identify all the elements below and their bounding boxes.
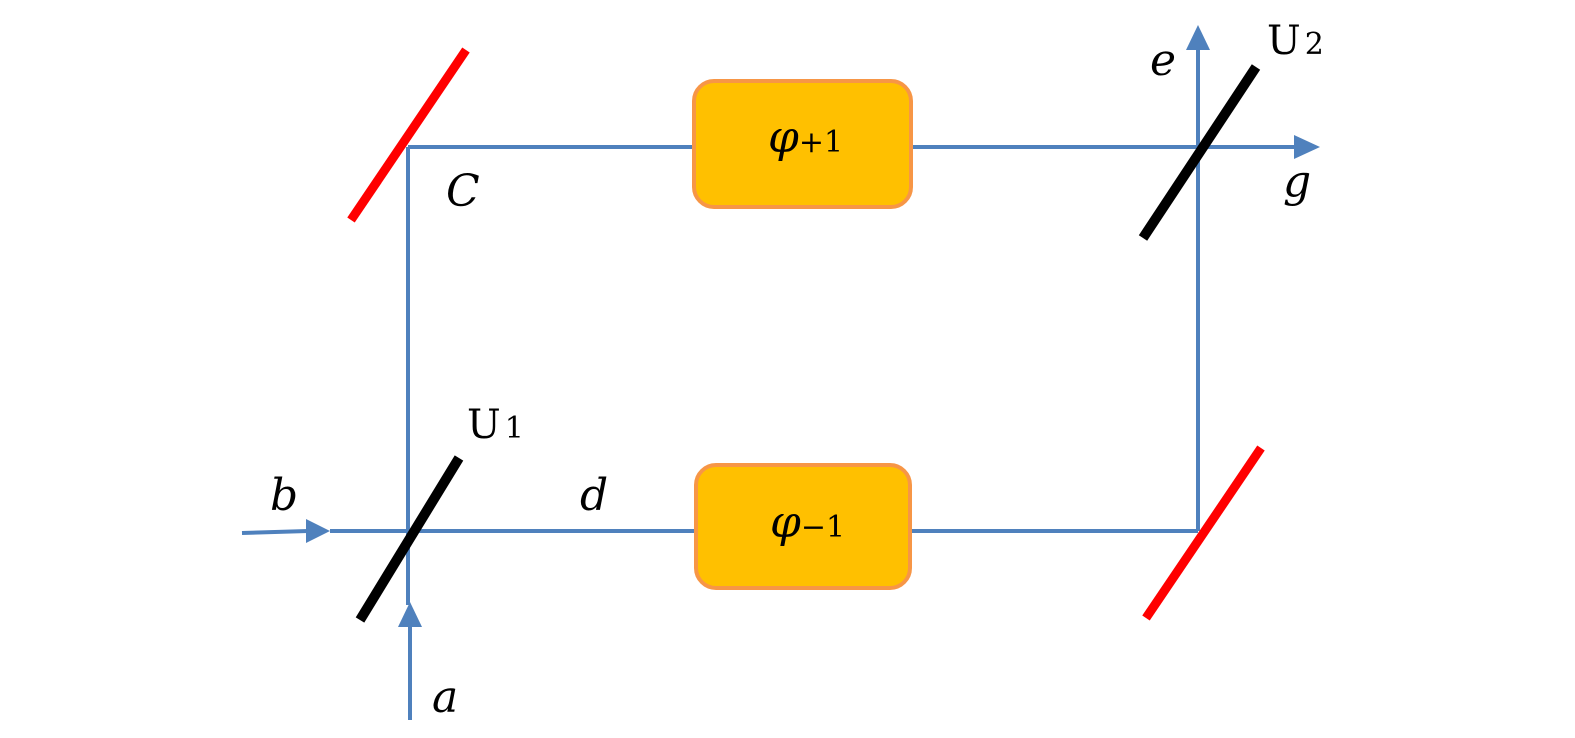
splitter-u1-main: U bbox=[467, 402, 501, 448]
beam-splitter-u2 bbox=[1138, 64, 1261, 241]
arrowhead-g bbox=[1294, 135, 1320, 159]
splitter-u2-sub: 2 bbox=[1305, 27, 1324, 62]
arrowhead-b bbox=[306, 519, 330, 543]
beam-input-b bbox=[241, 529, 309, 535]
port-label-e: e bbox=[1150, 35, 1176, 86]
beam-splitter-u1 bbox=[355, 455, 464, 623]
splitter-u1-sub: 1 bbox=[505, 411, 524, 446]
phase-shifter-top bbox=[692, 79, 913, 209]
phase-shifter-bottom bbox=[694, 463, 912, 590]
port-label-a: a bbox=[432, 672, 458, 723]
path-label-d: d bbox=[580, 470, 608, 521]
node-label-c: C bbox=[446, 166, 480, 217]
port-label-b: b bbox=[270, 470, 298, 521]
arrowhead-a bbox=[398, 602, 422, 627]
mirror-top-left bbox=[347, 47, 470, 223]
phase-label-top: φ+1 bbox=[768, 112, 843, 163]
mirror-bottom-right bbox=[1142, 445, 1265, 621]
phase-subscript-top: +1 bbox=[799, 125, 843, 160]
phase-symbol-top: φ bbox=[768, 112, 799, 163]
arrowhead-e bbox=[1186, 25, 1210, 50]
arrowheads bbox=[306, 25, 1320, 627]
phase-label-bottom: φ−1 bbox=[770, 497, 845, 548]
splitter-u2-main: U bbox=[1267, 18, 1301, 64]
port-label-g: g bbox=[1283, 156, 1311, 207]
phase-symbol-bottom: φ bbox=[770, 497, 801, 548]
phase-subscript-bottom: −1 bbox=[801, 510, 845, 545]
